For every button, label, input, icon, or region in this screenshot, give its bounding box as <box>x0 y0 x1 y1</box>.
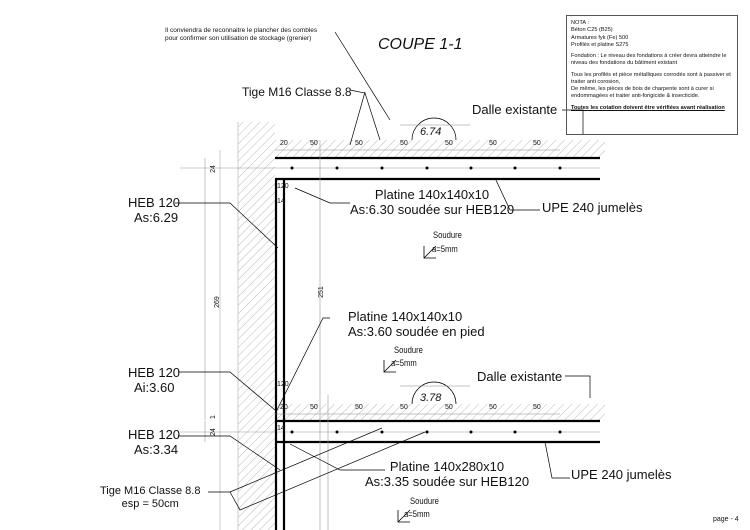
section-title: COUPE 1-1 <box>378 36 463 53</box>
dim: 50 <box>400 140 408 147</box>
nota-line: Profilés et platine S275 <box>571 41 629 48</box>
dim-14-bot: 14 <box>277 425 285 432</box>
existing-wall <box>238 122 275 530</box>
heb-level: Ai:3.60 <box>134 379 175 395</box>
nota-wood: De même, les pièces de bois de charpente… <box>571 86 714 100</box>
label-tige-bot: Tige M16 Classe 8.8 esp = 50cm <box>100 485 200 510</box>
platine-desc: As:6.30 soudée sur HEB120 <box>350 201 515 217</box>
label-heb-bot: HEB 120 As:3.34 <box>128 427 181 458</box>
label-heb-top: HEB 120 As:6.29 <box>128 195 181 226</box>
weld-label: Soudure <box>394 345 423 355</box>
weld-size: a=5mm <box>404 509 430 519</box>
weld-label: Soudure <box>410 496 439 506</box>
nota-line: NOTA : <box>571 20 589 26</box>
platine-name: Platine 140x140x10 <box>374 187 490 202</box>
heb-name: HEB 120 <box>128 195 181 210</box>
platine-name: Platine 140x140x10 <box>348 309 463 324</box>
dim-120-bot: 120 <box>277 381 289 388</box>
nota-metal: Tous les profilés et pièce métalliques c… <box>571 71 731 85</box>
heb-level: As:3.34 <box>134 441 179 457</box>
nota-box: NOTA : Béton C25 (B25) Armatures fyk (Fe… <box>566 15 738 135</box>
dim: 50 <box>355 404 363 411</box>
platine-desc: As:3.60 soudée en pied <box>348 323 485 339</box>
tige-name: Tige M16 Classe 8.8 <box>100 485 201 497</box>
slab-bot-hatch <box>275 404 605 421</box>
label-platine-bot: Platine 140x280x10 As:3.35 soudée sur HE… <box>365 459 530 490</box>
dim: 20 <box>280 404 288 411</box>
dim-14-top: 14 <box>277 198 285 205</box>
level-bot: 3.78 <box>420 392 442 404</box>
dim: 50 <box>400 404 408 411</box>
dim-269: 269 <box>213 296 221 308</box>
label-platine-top: Platine 140x140x10 As:6.30 soudée sur HE… <box>350 187 515 218</box>
dim: 50 <box>445 404 453 411</box>
label-platine-mid: Platine 140x140x10 As:3.60 soudée en pie… <box>348 309 485 340</box>
nota-line: Béton C25 (B25) <box>571 27 613 34</box>
dim-24-top: 24 <box>209 165 217 173</box>
nota-warning: Toutes les cotation doivent être vérifié… <box>571 104 725 111</box>
label-upe-top: UPE 240 jumelès <box>542 200 643 215</box>
tige-spacing: esp = 50cm <box>121 497 179 510</box>
nota-line: Armatures fyk (Fe) 500 <box>571 34 629 41</box>
label-heb-mid: HEB 120 Ai:3.60 <box>128 365 181 396</box>
weld-label: Soudure <box>433 230 462 240</box>
attic-note: Il conviendra de reconnaitre le plancher… <box>165 27 317 43</box>
slab-top-hatch <box>275 140 605 158</box>
platine-desc: As:3.35 soudée sur HEB120 <box>365 473 530 489</box>
level-top: 6.74 <box>420 126 442 138</box>
dim: 50 <box>310 140 318 147</box>
dim: 50 <box>533 140 541 147</box>
dim: 50 <box>533 404 541 411</box>
dim-1: 1 <box>209 415 217 419</box>
attic-note-line: Il conviendra de reconnaitre le plancher… <box>165 27 318 34</box>
weld-size: a=5mm <box>432 244 458 254</box>
label-dalle-bot: Dalle existante <box>477 369 563 384</box>
dim: 50 <box>489 404 497 411</box>
label-dalle-top: Dalle existante <box>472 102 558 117</box>
dim: 50 <box>445 140 453 147</box>
dim: 20 <box>280 140 288 147</box>
label-tige-top: Tige M16 Classe 8.8 <box>242 85 352 99</box>
label-upe-bot: UPE 240 jumelès <box>571 467 672 482</box>
heb-name: HEB 120 <box>128 365 181 380</box>
heb-name: HEB 120 <box>128 427 181 442</box>
dim: 50 <box>489 140 497 147</box>
dim: 50 <box>355 140 363 147</box>
dim-120-top: 120 <box>277 183 289 190</box>
dim-24-bot: 24 <box>209 428 217 436</box>
platine-name: Platine 140x280x10 <box>389 459 505 474</box>
heb-level: As:6.29 <box>134 209 179 225</box>
page-number: page - 4 <box>713 516 739 523</box>
weld-size: a=5mm <box>391 358 417 368</box>
dim-251: 251 <box>317 286 325 298</box>
attic-note-line: pour confirmer son utilisation de stocka… <box>165 35 312 43</box>
dim: 50 <box>310 404 318 411</box>
nota-foundation: Fondation : Le niveau des fondations à c… <box>571 53 727 67</box>
